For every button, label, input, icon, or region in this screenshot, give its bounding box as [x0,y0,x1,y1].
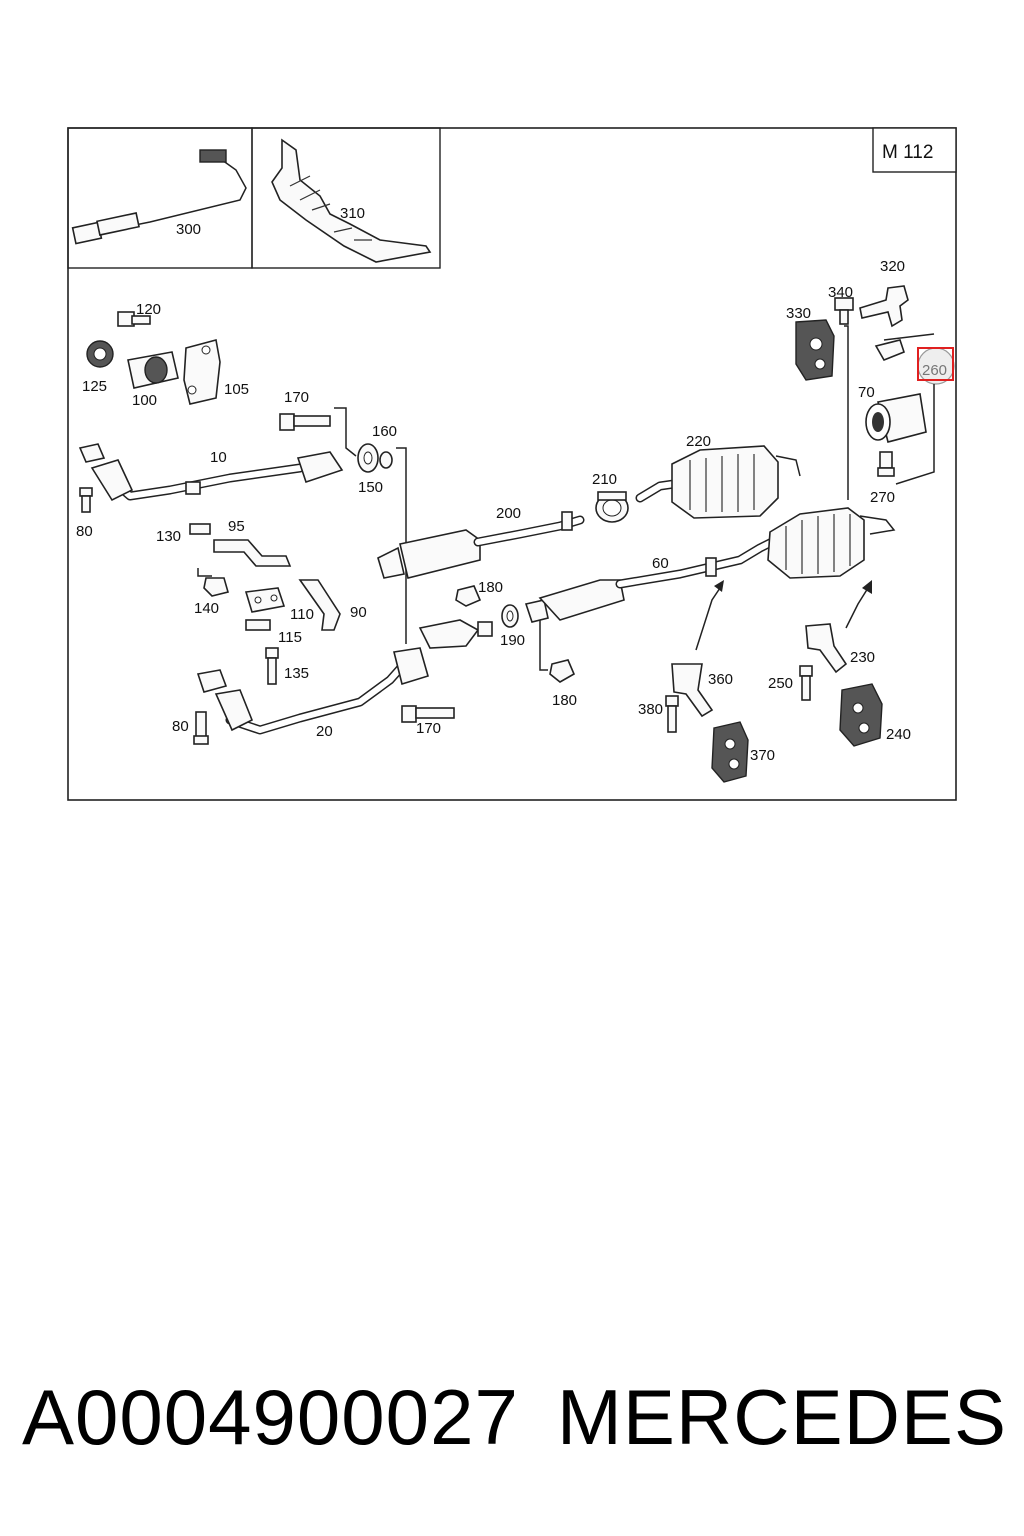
bolt-380 [665,695,679,733]
label-100: 100 [132,392,157,409]
brand-name: MERCEDES [556,1372,1007,1461]
label-370: 370 [750,747,775,764]
nut-180-upper [455,585,482,607]
label-380: 380 [638,701,663,718]
bolt-340 [834,297,854,325]
bolt-170-lower [401,705,455,723]
label-190: 190 [500,632,525,649]
label-180-upper: 180 [478,579,503,596]
label-180-lower: 180 [552,692,577,709]
label-320: 320 [880,258,905,275]
rear-muffler-220 [635,445,801,519]
label-240: 240 [886,726,911,743]
inset-frame-heat-shield [251,127,441,269]
model-label: M 112 [882,142,933,163]
model-box [872,127,957,173]
rubber-hanger-240 [839,683,883,747]
rear-pipe-60 [524,507,896,623]
label-170-upper: 170 [284,389,309,406]
label-120: 120 [136,301,161,318]
bracket-230 [805,580,872,674]
leader-160 [396,447,407,644]
label-330: 330 [786,305,811,322]
tail-pipe-70 [865,393,927,443]
bolt-80-lower [193,711,209,745]
part-number: A0004900027 [22,1372,519,1461]
label-230: 230 [850,649,875,666]
bracket-105 [183,339,221,405]
bracket-360 [671,580,724,718]
label-170-lower: 170 [416,720,441,737]
label-270: 270 [870,489,895,506]
nut-180-lower [549,659,576,683]
label-210: 210 [592,471,617,488]
label-110: 110 [290,606,314,623]
hanger-bracket-320 [859,285,909,328]
label-360: 360 [708,671,733,688]
rubber-hanger-370 [711,721,749,783]
leader-70-270 [895,384,935,485]
highlight-260 [917,347,955,385]
label-80-lower: 80 [172,718,189,735]
label-340: 340 [828,284,853,301]
bolt-120 [117,311,151,327]
label-95: 95 [228,518,245,535]
bracket-130 [189,523,211,535]
heat-shield-part [271,138,432,263]
front-pipe-10 [78,443,344,502]
inset-frame-oxygen-sensor [67,127,253,269]
oxygen-sensor-part [71,149,247,245]
label-115: 115 [278,629,302,646]
label-220: 220 [686,433,711,450]
label-150: 150 [358,479,383,496]
rubber-hanger-330 [795,319,835,381]
bolt-80-upper [79,487,93,513]
label-160: 160 [372,423,397,440]
nut-125 [86,340,114,368]
plate-110 [244,587,286,613]
nut-140 [203,577,229,597]
label-125: 125 [82,378,107,395]
label-20: 20 [316,723,333,740]
bolt-270 [877,451,895,477]
rubber-mount-100 [127,351,179,389]
clamp-210 [595,491,629,523]
leader-180-lower [539,620,548,671]
label-140: 140 [194,600,219,617]
diagram-frame [67,127,957,801]
front-pipe-20 [196,619,493,735]
label-105: 105 [224,381,249,398]
bracket-115 [245,619,271,631]
label-260: 260 [922,362,947,379]
label-310: 310 [340,205,365,222]
ring-160 [379,451,393,469]
bolt-135 [265,647,279,685]
label-250: 250 [768,675,793,692]
label-200: 200 [496,505,521,522]
leader-220-muffler [844,325,849,500]
middle-pipe-200 [377,511,585,579]
label-300: 300 [176,221,201,238]
label-70: 70 [858,384,875,401]
label-60: 60 [652,555,669,572]
label-10: 10 [210,449,227,466]
label-135: 135 [284,665,309,682]
gasket-150 [357,443,379,473]
gasket-190 [501,604,519,628]
bracket-90 [298,579,341,631]
bolt-170-upper [279,407,357,457]
bolt-250 [799,665,813,701]
footer-caption: A0004900027 MERCEDES [22,1372,1007,1462]
bracket-95 [197,539,292,577]
label-130: 130 [156,528,181,545]
label-90: 90 [350,604,367,621]
clamp-260 [874,333,935,362]
label-80-upper: 80 [76,523,93,540]
